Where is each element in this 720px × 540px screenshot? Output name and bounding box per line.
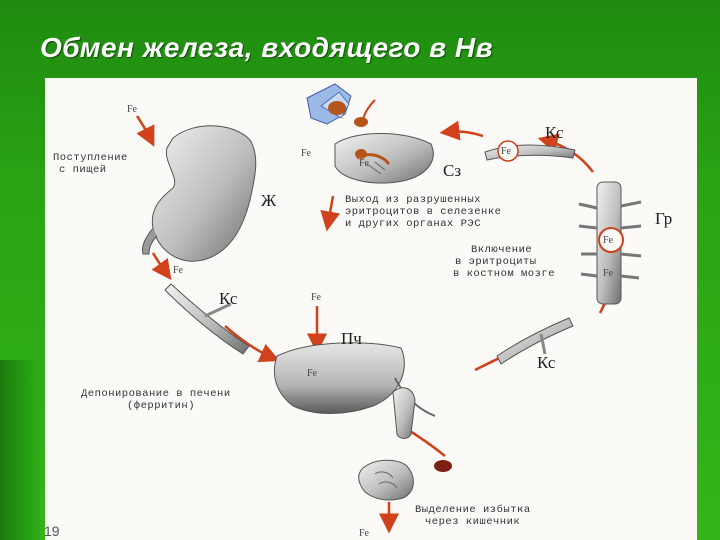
- iron-metabolism-diagram: Ж Сз Гр Пч Кс Кс Кс Fe Fe Fe Fe Fe Fe Fe…: [53, 83, 672, 539]
- fe-marrow-circle-label: Fe: [603, 235, 614, 246]
- blood-vessel-right: [496, 317, 574, 365]
- caption-incorporation-line2: в эритроциты: [455, 256, 537, 268]
- fe-spleen-label: Fe: [301, 148, 312, 159]
- arrow-blood-to-liver: [224, 325, 280, 363]
- caption-incorporation-line1: Включение: [471, 244, 532, 256]
- blood-top-label: Кс: [545, 123, 564, 142]
- arrow-intake: [135, 115, 155, 147]
- stomach-label: Ж: [261, 191, 277, 210]
- stomach-illustration: [142, 125, 257, 262]
- fe-blood-top-label: Fe: [501, 146, 512, 157]
- caption-incorporation-line3: в костном мозге: [453, 268, 555, 280]
- fe-after-stomach-label: Fe: [173, 265, 184, 276]
- caption-spleen-exit-line2: эритроцитов в селезенке: [345, 206, 501, 218]
- slide-title: Обмен железа, входящего в Нв: [40, 32, 493, 63]
- blood-right-label: Кс: [537, 353, 556, 372]
- fe-intake-label: Fe: [127, 104, 138, 115]
- caption-deposition-line2: (ферритин): [127, 399, 195, 412]
- blood-left-label: Кс: [219, 289, 238, 308]
- arrow-spleen-top: [362, 99, 376, 121]
- arrow-spleen-exit: [320, 195, 341, 232]
- fe-to-liver-label: Fe: [311, 292, 322, 303]
- caption-intake-line1: Поступление: [53, 152, 128, 164]
- fe-excreted-label: Fe: [359, 528, 370, 539]
- bone-marrow-label: Гр: [655, 209, 672, 228]
- caption-deposition-line1: Депонирование в печени: [81, 388, 231, 400]
- blood-vessel-top: [484, 140, 576, 162]
- blood-vessel-left: [164, 283, 250, 355]
- caption-spleen-exit-line3: и других органах РЭС: [345, 218, 481, 230]
- liver-label: Пч: [341, 329, 362, 348]
- fe-spleen-inner-label: Fe: [359, 158, 370, 169]
- caption-intake-line2: с пищей: [59, 164, 107, 176]
- diagram-panel: Ж Сз Гр Пч Кс Кс Кс Fe Fe Fe Fe Fe Fe Fe…: [45, 78, 697, 540]
- arrow-stomach-to-blood: [151, 252, 172, 281]
- caption-excretion-line2: через кишечник: [425, 516, 520, 528]
- caption-excretion-line1: Выделение избытка: [415, 503, 531, 516]
- fe-marrow-bottom-label: Fe: [603, 268, 614, 279]
- spleen-illustration: [306, 83, 434, 184]
- fe-in-liver-label: Fe: [307, 368, 318, 379]
- arrow-blood-to-spleen: [439, 120, 484, 141]
- bone-marrow-illustration: [578, 181, 642, 305]
- caption-spleen-exit-line1: Выход из разрушенных: [345, 194, 481, 206]
- intestine-illustration: [358, 459, 452, 501]
- duodenum-illustration: [392, 387, 416, 439]
- spleen-label: Сз: [443, 161, 461, 180]
- decorative-stripe: [0, 360, 40, 540]
- page-number: 19: [44, 523, 60, 539]
